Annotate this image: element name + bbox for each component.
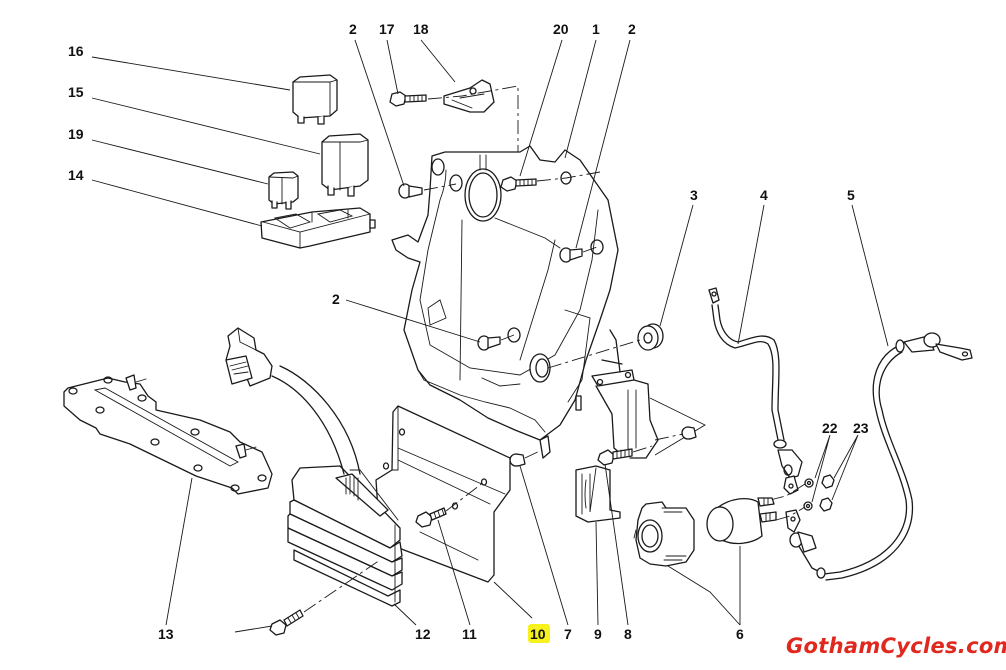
callout-10[interactable]: 10 xyxy=(530,626,546,642)
bolt-2-right[interactable] xyxy=(559,247,583,263)
callout-16[interactable]: 16 xyxy=(68,43,84,59)
callout-17[interactable]: 17 xyxy=(379,21,395,37)
relay-19[interactable] xyxy=(268,171,299,210)
callout-18[interactable]: 18 xyxy=(413,21,429,37)
assembly-line-23 xyxy=(303,559,381,613)
callout-20[interactable]: 20 xyxy=(553,21,569,37)
callout-11[interactable]: 11 xyxy=(462,626,477,642)
callout-21[interactable]: 22 xyxy=(822,420,838,436)
assembly-line-spacer xyxy=(654,433,684,441)
assembly-line-8 xyxy=(632,445,653,453)
washer-21-upper[interactable] xyxy=(804,478,814,488)
grommet-3[interactable] xyxy=(637,323,664,351)
battery-cable-5[interactable] xyxy=(785,332,973,581)
watermark-logo: GothamCycles.com xyxy=(786,634,1006,658)
callout-22[interactable]: 23 xyxy=(853,420,869,436)
bolt-11[interactable] xyxy=(415,507,447,528)
callout-13[interactable]: 13 xyxy=(158,626,174,642)
ground-cable-4[interactable] xyxy=(708,287,803,495)
assembly-line-2c xyxy=(500,334,515,341)
relay-holder-14[interactable] xyxy=(260,207,376,249)
callout-8[interactable]: 8 xyxy=(624,626,632,642)
nut-22-upper[interactable] xyxy=(821,474,835,489)
callout-4[interactable]: 4 xyxy=(760,187,768,203)
callout-15[interactable]: 15 xyxy=(68,84,84,100)
assembly-line-frame xyxy=(649,397,706,456)
starter-solenoid-6[interactable] xyxy=(706,497,777,545)
callout-labels: 16 15 19 14 2 17 18 20 1 2 2 3 4 5 22 23… xyxy=(68,21,869,643)
assembly-line-20 xyxy=(536,171,601,182)
bolt-8[interactable] xyxy=(597,448,633,466)
clip-bracket-9[interactable] xyxy=(575,465,621,523)
callout-5[interactable]: 5 xyxy=(847,187,855,203)
bolt-2-upper-left[interactable] xyxy=(398,183,423,199)
callout-10-highlight xyxy=(528,624,550,643)
callout-2-right[interactable]: 2 xyxy=(628,21,636,37)
callout-9[interactable]: 9 xyxy=(594,626,602,642)
bolt-20[interactable] xyxy=(500,176,537,192)
base-plate-13[interactable] xyxy=(63,374,273,495)
callout-3[interactable]: 3 xyxy=(690,187,698,203)
callout-1[interactable]: 1 xyxy=(592,21,600,37)
assembly-line-21 xyxy=(769,483,806,521)
callout-2-lower[interactable]: 2 xyxy=(332,291,340,307)
bracket-18[interactable] xyxy=(443,79,495,113)
callout-12[interactable]: 12 xyxy=(415,626,431,642)
rubber-holder-6[interactable] xyxy=(633,501,695,567)
assembly-line-3 xyxy=(547,339,641,369)
side-bracket[interactable] xyxy=(591,329,659,459)
callout-7[interactable]: 7 xyxy=(564,626,572,642)
relay-16[interactable] xyxy=(292,74,338,125)
bolt-23[interactable] xyxy=(269,609,304,636)
callout-2-top[interactable]: 2 xyxy=(349,21,357,37)
assembly-line-2b xyxy=(582,246,598,253)
regulator-wiring-harness[interactable] xyxy=(225,327,361,475)
mounting-plate-10[interactable] xyxy=(375,405,511,583)
regulator-12[interactable] xyxy=(287,465,403,607)
assembly-line-17 xyxy=(427,85,519,152)
relay-15[interactable] xyxy=(321,133,369,197)
washer-21-lower[interactable] xyxy=(803,501,813,511)
leader-lines xyxy=(91,39,889,633)
nut-7[interactable] xyxy=(509,453,526,467)
bolt-17[interactable] xyxy=(389,91,427,107)
main-bracket-1[interactable] xyxy=(391,145,619,441)
bracket-tab xyxy=(539,435,551,459)
assembly-line-11 xyxy=(445,481,485,512)
callout-19[interactable]: 19 xyxy=(68,126,84,142)
bolt-2-lower[interactable] xyxy=(477,335,501,351)
callout-14[interactable]: 14 xyxy=(68,167,84,183)
assembly-line-2a xyxy=(423,183,457,191)
nut-22-lower[interactable] xyxy=(819,497,833,512)
spacer[interactable] xyxy=(681,426,697,440)
callout-6[interactable]: 6 xyxy=(736,626,744,642)
